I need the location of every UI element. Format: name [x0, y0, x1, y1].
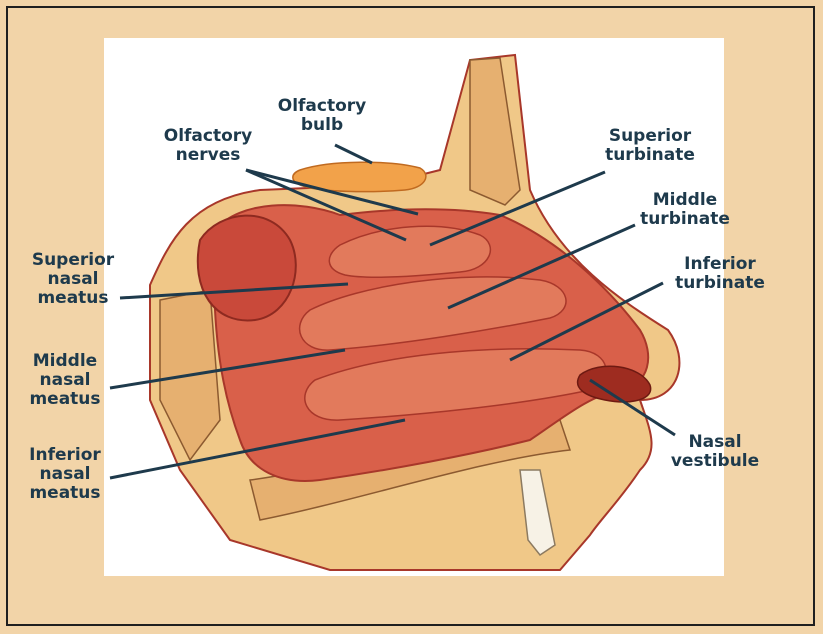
label-superior-nasal-meatus: Superior nasal meatus — [18, 251, 128, 308]
label-olfactory-nerves: Olfactory nerves — [153, 127, 263, 165]
label-middle-turbinate: Middle turbinate — [630, 191, 740, 229]
label-superior-turbinate: Superior turbinate — [590, 127, 710, 165]
label-olfactory-bulb: Olfactory bulb — [267, 97, 377, 135]
label-nasal-vestibule: Nasal vestibule — [660, 433, 770, 471]
sphenoid-sinus — [198, 216, 296, 321]
label-middle-nasal-meatus: Middle nasal meatus — [15, 352, 115, 409]
leader-olfactory-bulb — [335, 145, 372, 163]
label-inferior-nasal-meatus: Inferior nasal meatus — [15, 446, 115, 503]
label-inferior-turbinate: Inferior turbinate — [665, 255, 775, 293]
